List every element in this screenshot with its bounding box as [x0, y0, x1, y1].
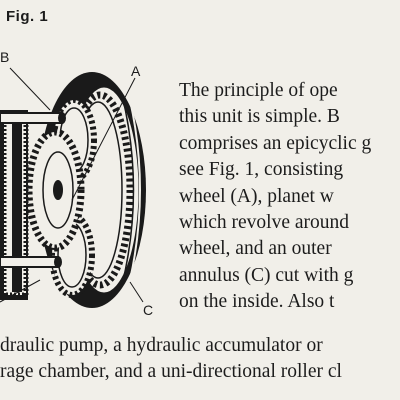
leader-line-b — [9, 67, 51, 111]
leader-line-c — [129, 281, 144, 303]
text-line: which revolve around — [179, 212, 350, 234]
leader-line-lower — [0, 279, 41, 303]
text-line: comprises an epicyclic g — [179, 132, 372, 154]
text-line: on the inside. Also t — [179, 291, 335, 313]
annulus-internal-teeth — [66, 91, 134, 289]
callout-label-c: C — [143, 302, 154, 318]
figure-label: Fig. 1 — [6, 8, 49, 25]
text-line: draulic pump, a hydraulic accumulator or — [0, 335, 323, 356]
planet-shaft-lower — [0, 256, 62, 268]
sun-wheel — [25, 128, 85, 252]
annulus-rim-bands-2 — [121, 94, 135, 286]
text-line: see Fig. 1, consisting — [179, 159, 344, 181]
text-line: annulus (C) cut with g — [179, 264, 354, 286]
text-line: wheel, and an outer — [179, 238, 332, 260]
text-line: The principle of ope — [179, 80, 338, 101]
text-line: wheel (A), planet w — [179, 185, 334, 207]
text-line: rage chamber, and a uni-directional roll… — [0, 361, 342, 383]
leader-line-a — [71, 77, 136, 201]
epicyclic-gear-illustration — [0, 67, 146, 308]
text-column: The principle of ope this unit is simple… — [179, 78, 400, 316]
annulus-rim-bands — [129, 99, 141, 281]
callout-label-b: B — [0, 49, 10, 65]
planet-shaft-upper — [0, 112, 66, 124]
callout-label-a: A — [131, 63, 141, 79]
full-width-text: draulic pump, a hydraulic accumulator or… — [0, 333, 342, 386]
drive-gear-stack — [0, 110, 29, 300]
text-line: this unit is simple. B — [179, 106, 340, 128]
